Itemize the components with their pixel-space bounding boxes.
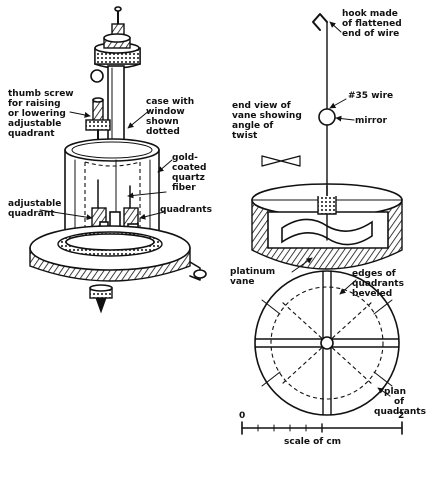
- hook-label: hook made of flattened end of wire: [342, 9, 405, 39]
- gold-fiber-label: gold- coated quartz fiber: [172, 153, 210, 193]
- adjustable-quadrant-label: adjustable quadrant: [8, 199, 65, 219]
- scale-bar: 0 2 scale of cm: [239, 411, 404, 447]
- quadrant-block-cutaway: [251, 183, 403, 270]
- thumb-screw-label: thumb screw for raising or lowering adju…: [8, 89, 77, 139]
- scale-min-label: 0: [239, 411, 245, 421]
- case-window-label: case with window shown dotted: [146, 97, 197, 137]
- scale-title-label: scale of cm: [284, 437, 341, 447]
- left-leaders: [39, 109, 173, 221]
- scale-max-label: 2: [398, 411, 404, 421]
- case-cylinder: [64, 138, 160, 237]
- thumb-screw-icon: [85, 97, 111, 143]
- quadrants-label: quadrants: [160, 205, 212, 215]
- suspension-tube: [107, 65, 125, 147]
- center-hole-icon: [320, 336, 334, 350]
- wire-label: #35 wire: [348, 91, 393, 101]
- plan-quadrants-label: plan of quadrants: [374, 387, 426, 417]
- electrometer-apparatus: [29, 6, 207, 314]
- mirror-icon: [318, 108, 336, 126]
- leveling-screw-icon: [193, 269, 207, 279]
- vane-end-view-icon: [261, 155, 301, 167]
- top-terminal-icon: [94, 6, 141, 69]
- bottom-knob-icon: [89, 284, 113, 314]
- vane-end-view-label: end view of vane showing angle of twist: [232, 101, 305, 141]
- platinum-vane-label: platinum vane: [230, 267, 278, 287]
- suspension-assembly: [261, 13, 355, 187]
- mirror-label: mirror: [355, 116, 388, 126]
- knob-icon: [90, 69, 104, 83]
- base-plate: [29, 225, 207, 282]
- quadrant-plan: [254, 257, 400, 416]
- inner-quadrants: [91, 159, 139, 237]
- hook-icon: [312, 13, 328, 31]
- edges-beveled-label: edges of quadrants beveled: [352, 269, 407, 299]
